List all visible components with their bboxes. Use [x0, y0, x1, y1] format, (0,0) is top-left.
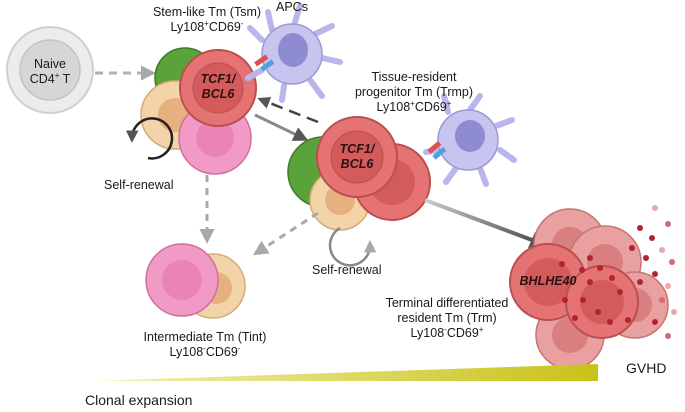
trm-markers: Ly108-CD69+	[372, 324, 522, 341]
trm-title-line2: resident Tm (Trm)	[397, 311, 497, 325]
apc-cell-middle	[423, 93, 517, 187]
trmp-title-line1: Tissue-resident	[371, 70, 457, 84]
cytotoxic-granules	[559, 205, 677, 339]
gvhd-label: GVHD	[626, 360, 667, 376]
self-renewal-arrow-trmp	[328, 226, 377, 267]
trmp-sup-b: +	[446, 98, 452, 108]
trmp-title-line2: progenitor Tm (Trmp)	[354, 85, 474, 99]
trmp-marker-b: CD69	[414, 100, 447, 114]
naive-cd4-cell	[6, 26, 94, 114]
arrow-tsm-to-trmp	[254, 113, 309, 141]
tsm-markers: Ly108+CD69-	[132, 18, 282, 35]
tint-marker-b: CD69	[205, 345, 238, 359]
tint-cell-cluster	[145, 243, 246, 319]
trm-marker-b: CD69	[446, 326, 479, 340]
naive-line1: Naive	[34, 57, 66, 71]
trmp-self-renewal-label: Self-renewal	[312, 263, 382, 277]
trmp-tf-line2: BCL6	[340, 157, 374, 171]
trmp-marker-a: Ly108	[376, 100, 411, 114]
naive-cell-label: Naive CD4+ T	[28, 57, 72, 87]
tsm-self-renewal-label: Self-renewal	[104, 178, 174, 192]
trmp-sup-a: +	[410, 98, 415, 108]
tint-marker-a: Ly108	[169, 345, 204, 359]
trm-sup-a: -	[444, 324, 447, 334]
trm-tf-label: BHLHE40	[519, 274, 577, 288]
trmp-title: Tissue-resident progenitor Tm (Trmp) Ly1…	[334, 70, 494, 115]
trmp-tf-line1: TCF1/	[339, 142, 375, 156]
tsm-marker-a: Ly108	[170, 20, 205, 34]
clonal-expansion-wedge	[95, 364, 598, 381]
trm-marker-a: Ly108	[410, 326, 445, 340]
tsm-tf-line2: BCL6	[201, 87, 235, 101]
apc-cell-top	[245, 3, 343, 103]
trm-title: Terminal differentiated resident Tm (Trm…	[372, 296, 522, 341]
naive-cd4: CD4	[29, 72, 55, 86]
tsm-tf-label: TCF1/ BCL6	[194, 72, 242, 102]
trm-sup-b: +	[478, 324, 484, 334]
tint-sup-a: -	[203, 343, 206, 353]
trm-cell-cluster	[509, 208, 669, 370]
tsm-sup-b: -	[240, 18, 244, 28]
arrow-trmp-to-trm	[424, 198, 533, 242]
tint-sup-b: -	[237, 343, 241, 353]
trm-title-line1: Terminal differentiated	[385, 296, 509, 310]
tint-title: Intermediate Tm (Tint) Ly108-CD69-	[120, 330, 290, 360]
trmp-markers: Ly108+CD69+	[334, 98, 494, 115]
tsm-marker-b: CD69	[208, 20, 241, 34]
naive-cd4-sup: +	[54, 70, 60, 80]
naive-line2: CD4+ T	[28, 70, 72, 87]
tsm-tf-line1: TCF1/	[200, 72, 236, 86]
naive-t: T	[59, 72, 71, 86]
tsm-cell-cluster	[140, 47, 257, 175]
tint-markers: Ly108-CD69-	[120, 343, 290, 360]
tint-title-text: Intermediate Tm (Tint)	[143, 330, 267, 344]
tsm-sup-a: +	[204, 18, 209, 28]
tsm-title: Stem-like Tm (Tsm) Ly108+CD69-	[132, 5, 282, 35]
tsm-title-text: Stem-like Tm (Tsm)	[152, 5, 262, 19]
trmp-cell-cluster	[287, 116, 431, 231]
arrow-trmp-to-tsm	[257, 96, 319, 124]
apcs-label: APCs	[276, 0, 308, 14]
arrow-trmp-to-tint	[252, 211, 319, 256]
self-renewal-arrow-tsm	[125, 117, 174, 160]
trmp-tf-label: TCF1/ BCL6	[333, 142, 381, 172]
clonal-expansion-label: Clonal expansion	[85, 392, 193, 408]
